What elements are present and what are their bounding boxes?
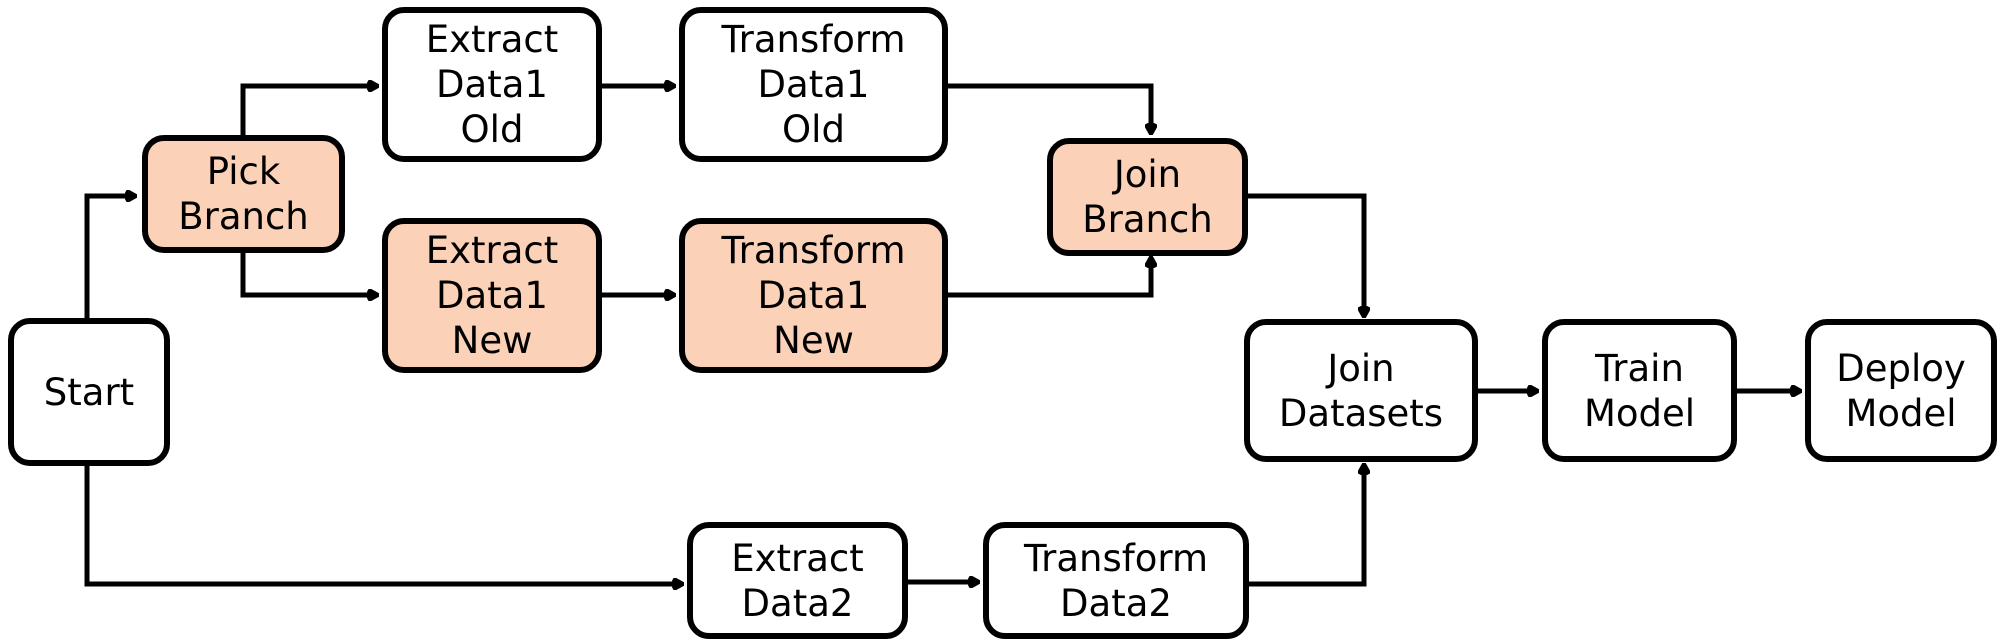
node-transform-data1-old: Transform Data1 Old: [679, 7, 948, 162]
node-extract-data1-old: Extract Data1 Old: [382, 7, 602, 162]
node-extract-data1-new: Extract Data1 New: [382, 218, 602, 373]
edge-transform-data1-old-to-join-branch: [948, 83, 1151, 133]
edge-transform-data2-to-join-datasets: [1249, 465, 1364, 587]
node-extract-data2: Extract Data2: [687, 522, 908, 639]
node-join-branch: Join Branch: [1047, 138, 1248, 256]
node-pick-branch: Pick Branch: [142, 135, 345, 253]
node-transform-data1-new: Transform Data1 New: [679, 218, 948, 373]
edge-pick-branch-to-extract-data1-old: [240, 86, 377, 135]
edge-start-to-pick-branch: [84, 196, 135, 318]
node-deploy-model: Deploy Model: [1805, 319, 1997, 462]
edge-start-to-extract-data2: [84, 466, 682, 584]
edge-join-branch-to-join-datasets: [1248, 193, 1364, 316]
edge-pick-branch-to-extract-data1-new: [240, 253, 377, 295]
edge-transform-data1-new-to-join-branch: [948, 258, 1151, 298]
node-train-model: Train Model: [1542, 319, 1737, 462]
node-start: Start: [8, 318, 170, 466]
node-transform-data2: Transform Data2: [983, 522, 1249, 639]
node-join-datasets: Join Datasets: [1244, 319, 1478, 462]
